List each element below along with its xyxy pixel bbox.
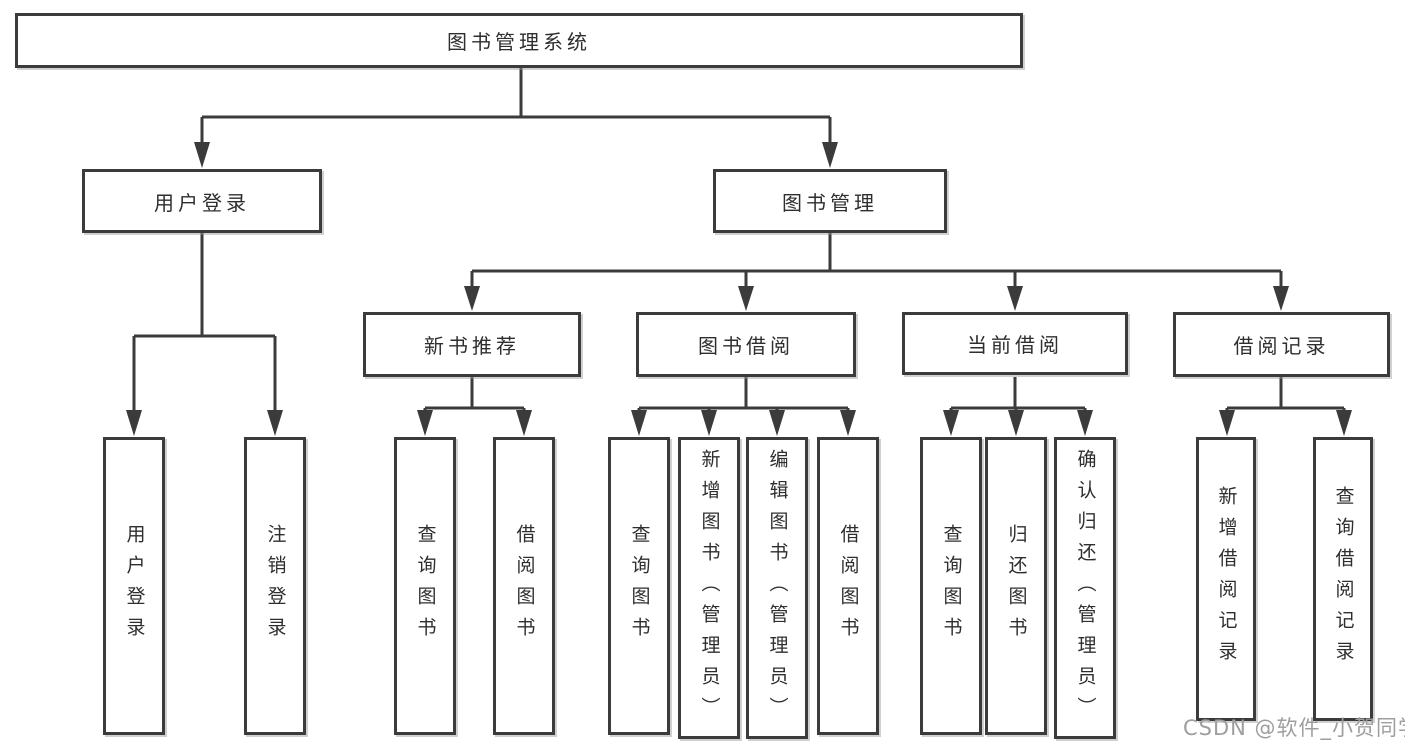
leaf-return-books: 归还图书 bbox=[985, 437, 1047, 735]
leaf-borrow-books-recommend: 借阅图书 bbox=[493, 437, 555, 735]
leaf-edit-book-admin-label: 编辑图书（管理员） bbox=[766, 448, 789, 728]
node-new-book-recommend-label: 新书推荐 bbox=[424, 334, 520, 358]
node-root-label: 图书管理系统 bbox=[447, 30, 591, 54]
leaf-edit-book-admin: 编辑图书（管理员） bbox=[746, 437, 808, 739]
connector-root-to-level2 bbox=[194, 66, 838, 168]
leaf-logout: 注销登录 bbox=[244, 437, 306, 735]
leaf-add-borrow-record: 新增借阅记录 bbox=[1196, 437, 1256, 721]
node-current-borrow: 当前借阅 bbox=[902, 312, 1128, 375]
node-book-borrow-label: 图书借阅 bbox=[698, 334, 794, 358]
leaf-borrow-books: 借阅图书 bbox=[817, 437, 879, 735]
node-book-borrow: 图书借阅 bbox=[636, 312, 856, 377]
node-user-login: 用户登录 bbox=[82, 169, 322, 233]
node-borrow-records: 借阅记录 bbox=[1173, 312, 1390, 377]
node-current-borrow-label: 当前借阅 bbox=[967, 333, 1063, 357]
connector-borrow-records-to-leaves bbox=[1219, 377, 1352, 436]
leaf-query-books-recommend: 查询图书 bbox=[394, 437, 456, 735]
connector-book-borrow-to-leaves bbox=[631, 377, 856, 436]
node-new-book-recommend: 新书推荐 bbox=[363, 312, 581, 377]
leaf-return-books-label: 归还图书 bbox=[1005, 524, 1028, 648]
leaf-logout-label: 注销登录 bbox=[264, 524, 287, 648]
leaf-query-books-current: 查询图书 bbox=[920, 437, 982, 735]
csdn-watermark: CSDN @软件_小贺同学 bbox=[1183, 716, 1405, 740]
leaf-query-books-borrow-label: 查询图书 bbox=[628, 524, 651, 648]
node-user-login-label: 用户登录 bbox=[154, 190, 250, 215]
leaf-add-book-admin: 新增图书（管理员） bbox=[678, 437, 740, 739]
leaf-query-books-recommend-label: 查询图书 bbox=[414, 524, 437, 648]
leaf-add-book-admin-label: 新增图书（管理员） bbox=[698, 448, 721, 728]
leaf-borrow-books-label: 借阅图书 bbox=[837, 524, 860, 648]
node-root: 图书管理系统 bbox=[15, 13, 1023, 68]
node-book-management-label: 图书管理 bbox=[782, 190, 878, 215]
leaf-query-books-current-label: 查询图书 bbox=[940, 524, 963, 648]
leaf-query-books-borrow: 查询图书 bbox=[608, 437, 670, 735]
leaf-user-login-label: 用户登录 bbox=[123, 524, 146, 648]
connector-user-login-to-leaves bbox=[126, 233, 283, 436]
connector-book-management-to-level3 bbox=[464, 233, 1289, 311]
node-borrow-records-label: 借阅记录 bbox=[1233, 334, 1330, 358]
leaf-borrow-books-recommend-label: 借阅图书 bbox=[513, 524, 536, 648]
leaf-query-borrow-record-label: 查询借阅记录 bbox=[1332, 486, 1355, 672]
leaf-confirm-return-admin: 确认归还（管理员） bbox=[1054, 437, 1116, 739]
connector-current-borrow-to-leaves bbox=[943, 377, 1093, 436]
node-book-management: 图书管理 bbox=[713, 169, 947, 233]
leaf-query-borrow-record: 查询借阅记录 bbox=[1313, 437, 1373, 721]
connector-new-book-recommend-to-leaves bbox=[417, 377, 532, 436]
leaf-user-login: 用户登录 bbox=[103, 437, 165, 735]
leaf-confirm-return-admin-label: 确认归还（管理员） bbox=[1074, 448, 1097, 728]
leaf-add-borrow-record-label: 新增借阅记录 bbox=[1215, 486, 1238, 672]
